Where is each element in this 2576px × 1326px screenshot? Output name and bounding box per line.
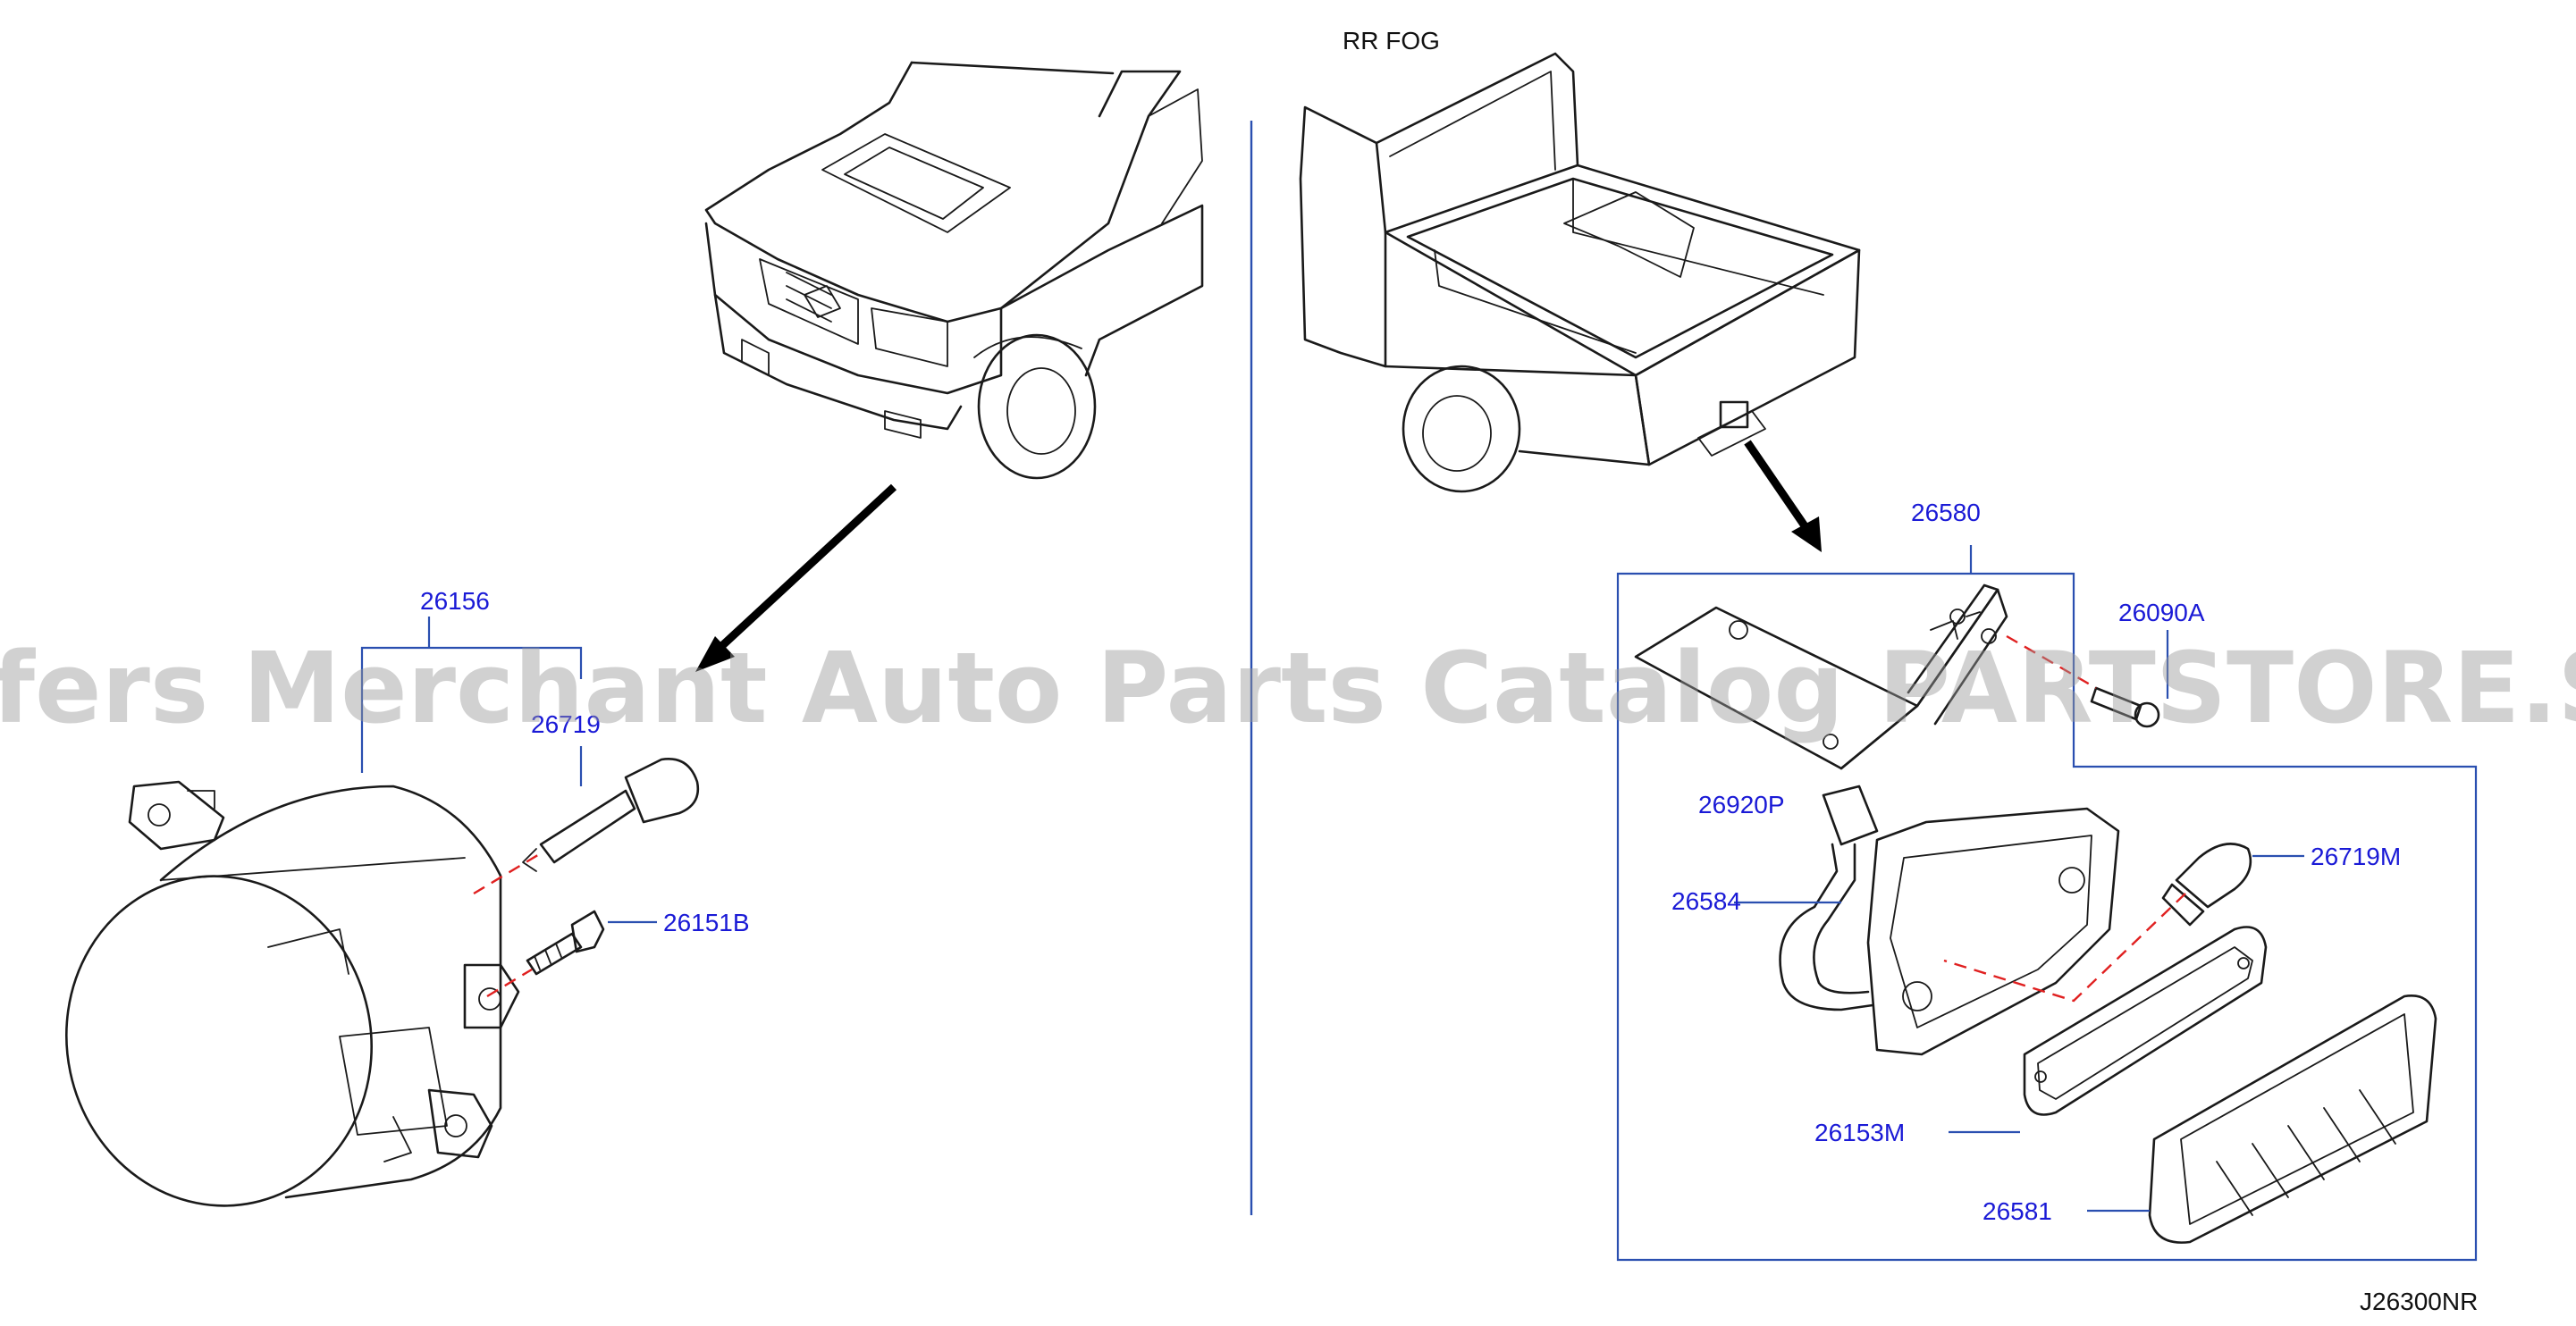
watermark-text: Offers Merchant Auto Parts Catalog PARTS… bbox=[0, 631, 2576, 745]
bracket-illustration bbox=[1634, 583, 2008, 770]
rear-vehicle-illustration bbox=[1299, 52, 1861, 493]
bracket-screw-hidden-line bbox=[2006, 634, 2097, 690]
diagram-code: J26300NR bbox=[2360, 1288, 2478, 1315]
part-number-26920P: 26920P bbox=[1698, 791, 1785, 818]
leader-26156 bbox=[360, 617, 583, 773]
lamp-gasket-illustration bbox=[2023, 926, 2268, 1116]
part-number-26151B: 26151B bbox=[663, 909, 750, 936]
part-number-26581: 26581 bbox=[1983, 1197, 2052, 1225]
bracket-screw-illustration bbox=[2090, 686, 2160, 728]
front-vehicle-illustration bbox=[704, 61, 1204, 480]
rear-lamp-bulb-illustration bbox=[2161, 843, 2252, 927]
part-number-26090A: 26090A bbox=[2118, 599, 2205, 626]
part-number-26153M: 26153M bbox=[1814, 1119, 1905, 1146]
rear-bulb-hidden-line bbox=[1943, 893, 2186, 1003]
part-number-26719M: 26719M bbox=[2311, 843, 2401, 870]
assembly-26580-boundary bbox=[1616, 545, 2478, 1262]
part-number-26580: 26580 bbox=[1911, 499, 1981, 526]
part-number-26584: 26584 bbox=[1671, 887, 1741, 915]
rear-lamp-housing-illustration bbox=[1779, 785, 2120, 1056]
screw-hidden-line bbox=[486, 968, 533, 998]
rear-location-arrow bbox=[1744, 440, 1822, 552]
front-fog-lamp-illustration bbox=[65, 780, 520, 1207]
lamp-lens-illustration bbox=[2148, 994, 2437, 1244]
part-number-26156: 26156 bbox=[420, 587, 490, 615]
part-number-26719: 26719 bbox=[531, 710, 601, 738]
bulb-hidden-line bbox=[473, 852, 542, 895]
front-location-arrow bbox=[695, 483, 897, 672]
fog-lamp-screw-illustration bbox=[526, 910, 605, 976]
fog-lamp-bulb-illustration bbox=[522, 757, 700, 872]
rear-fog-heading: RR FOG bbox=[1343, 27, 1440, 55]
